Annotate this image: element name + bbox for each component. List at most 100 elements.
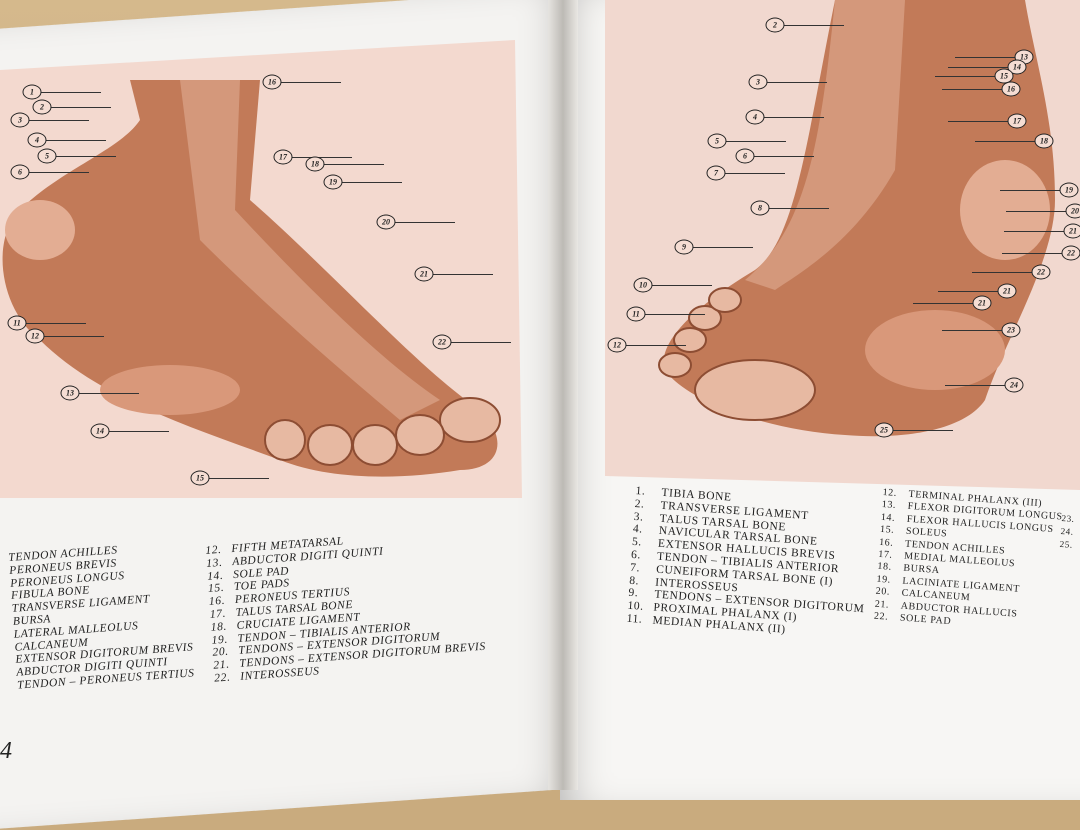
callout-number: 21 bbox=[415, 267, 434, 282]
callout-number: 12 bbox=[26, 329, 45, 344]
callout-number: 7 bbox=[707, 166, 726, 181]
legend-number: 22. bbox=[214, 671, 241, 686]
leader-line bbox=[209, 478, 269, 479]
leader-line bbox=[764, 117, 824, 118]
leader-line bbox=[784, 25, 844, 26]
leader-line bbox=[292, 157, 352, 158]
left-foot-illustration bbox=[0, 40, 522, 498]
leader-line bbox=[46, 140, 106, 141]
page-number: 94 bbox=[0, 738, 12, 765]
leader-line bbox=[754, 156, 814, 157]
callout-number: 22 bbox=[433, 335, 452, 350]
callout-number: 6 bbox=[736, 149, 755, 164]
callout-number: 5 bbox=[38, 149, 57, 164]
callout-number: 22 bbox=[1032, 265, 1051, 280]
callout-number: 20 bbox=[377, 215, 396, 230]
leader-line bbox=[451, 342, 511, 343]
callout-number: 17 bbox=[1008, 114, 1027, 129]
callout-number: 24 bbox=[1005, 378, 1024, 393]
callout-number: 5 bbox=[708, 134, 727, 149]
legend-label: SOLE PAD bbox=[900, 613, 952, 628]
leader-line bbox=[769, 208, 829, 209]
callout-number: 8 bbox=[751, 201, 770, 216]
leader-line bbox=[645, 314, 705, 315]
leader-line bbox=[948, 121, 1008, 122]
leader-line bbox=[955, 57, 1015, 58]
leader-line bbox=[433, 274, 493, 275]
leader-line bbox=[44, 336, 104, 337]
lateral-foot-drawing bbox=[0, 40, 522, 540]
leader-line bbox=[29, 120, 89, 121]
legend-number: 11. bbox=[626, 613, 653, 628]
right-legend-col3: 23.24.25. bbox=[1059, 512, 1075, 551]
callout-number: 21 bbox=[973, 296, 992, 311]
callout-number: 21 bbox=[1064, 224, 1080, 239]
callout-number: 16 bbox=[263, 75, 282, 90]
leader-line bbox=[942, 89, 1002, 90]
leader-line bbox=[79, 393, 139, 394]
leader-line bbox=[1004, 231, 1064, 232]
callout-number: 16 bbox=[1002, 82, 1021, 97]
leader-line bbox=[893, 430, 953, 431]
callout-number: 6 bbox=[11, 165, 30, 180]
book-gutter bbox=[548, 0, 578, 790]
legend-label: SOLEUS bbox=[906, 526, 948, 540]
leader-line bbox=[1000, 190, 1060, 191]
leader-line bbox=[942, 330, 1002, 331]
callout-number: 2 bbox=[33, 100, 52, 115]
callout-number: 3 bbox=[749, 75, 768, 90]
legend-item: 24. bbox=[1060, 525, 1074, 539]
callout-number: 10 bbox=[634, 278, 653, 293]
leader-line bbox=[51, 107, 111, 108]
callout-number: 2 bbox=[766, 18, 785, 33]
right-legend-col2: 12.TERMINAL PHALANX (III)13.FLEXOR DIGIT… bbox=[873, 487, 1063, 636]
callout-number: 19 bbox=[1060, 183, 1079, 198]
legend-item: 25. bbox=[1059, 538, 1073, 552]
leader-line bbox=[693, 247, 753, 248]
callout-number: 4 bbox=[746, 110, 765, 125]
leader-line bbox=[725, 173, 785, 174]
leader-line bbox=[948, 67, 1008, 68]
callout-number: 23 bbox=[1002, 323, 1021, 338]
leader-line bbox=[626, 345, 686, 346]
leader-line bbox=[26, 323, 86, 324]
callout-number: 18 bbox=[306, 157, 325, 172]
callout-number: 9 bbox=[675, 240, 694, 255]
callout-number: 11 bbox=[8, 316, 27, 331]
callout-number: 13 bbox=[61, 386, 80, 401]
leader-line bbox=[56, 156, 116, 157]
callout-number: 18 bbox=[1035, 134, 1054, 149]
callout-number: 1 bbox=[23, 85, 42, 100]
callout-number: 20 bbox=[1066, 204, 1080, 219]
leader-line bbox=[726, 141, 786, 142]
callout-number: 11 bbox=[627, 307, 646, 322]
leader-line bbox=[975, 141, 1035, 142]
leader-line bbox=[767, 82, 827, 83]
legend-label: BURSA bbox=[903, 563, 940, 577]
leader-line bbox=[972, 272, 1032, 273]
leader-line bbox=[1006, 211, 1066, 212]
leader-line bbox=[913, 303, 973, 304]
leader-line bbox=[109, 431, 169, 432]
leader-line bbox=[945, 385, 1005, 386]
leader-line bbox=[324, 164, 384, 165]
leader-line bbox=[29, 172, 89, 173]
callout-number: 19 bbox=[324, 175, 343, 190]
callout-number: 17 bbox=[274, 150, 293, 165]
legend-number: 22. bbox=[873, 611, 900, 625]
leader-line bbox=[938, 291, 998, 292]
leader-line bbox=[652, 285, 712, 286]
callout-number: 21 bbox=[998, 284, 1017, 299]
callout-number: 25 bbox=[875, 423, 894, 438]
callout-number: 14 bbox=[91, 424, 110, 439]
callout-number: 12 bbox=[608, 338, 627, 353]
leader-line bbox=[41, 92, 101, 93]
callout-number: 3 bbox=[11, 113, 30, 128]
leader-line bbox=[342, 182, 402, 183]
leader-line bbox=[935, 76, 995, 77]
leader-line bbox=[395, 222, 455, 223]
callout-number: 22 bbox=[1062, 246, 1080, 261]
